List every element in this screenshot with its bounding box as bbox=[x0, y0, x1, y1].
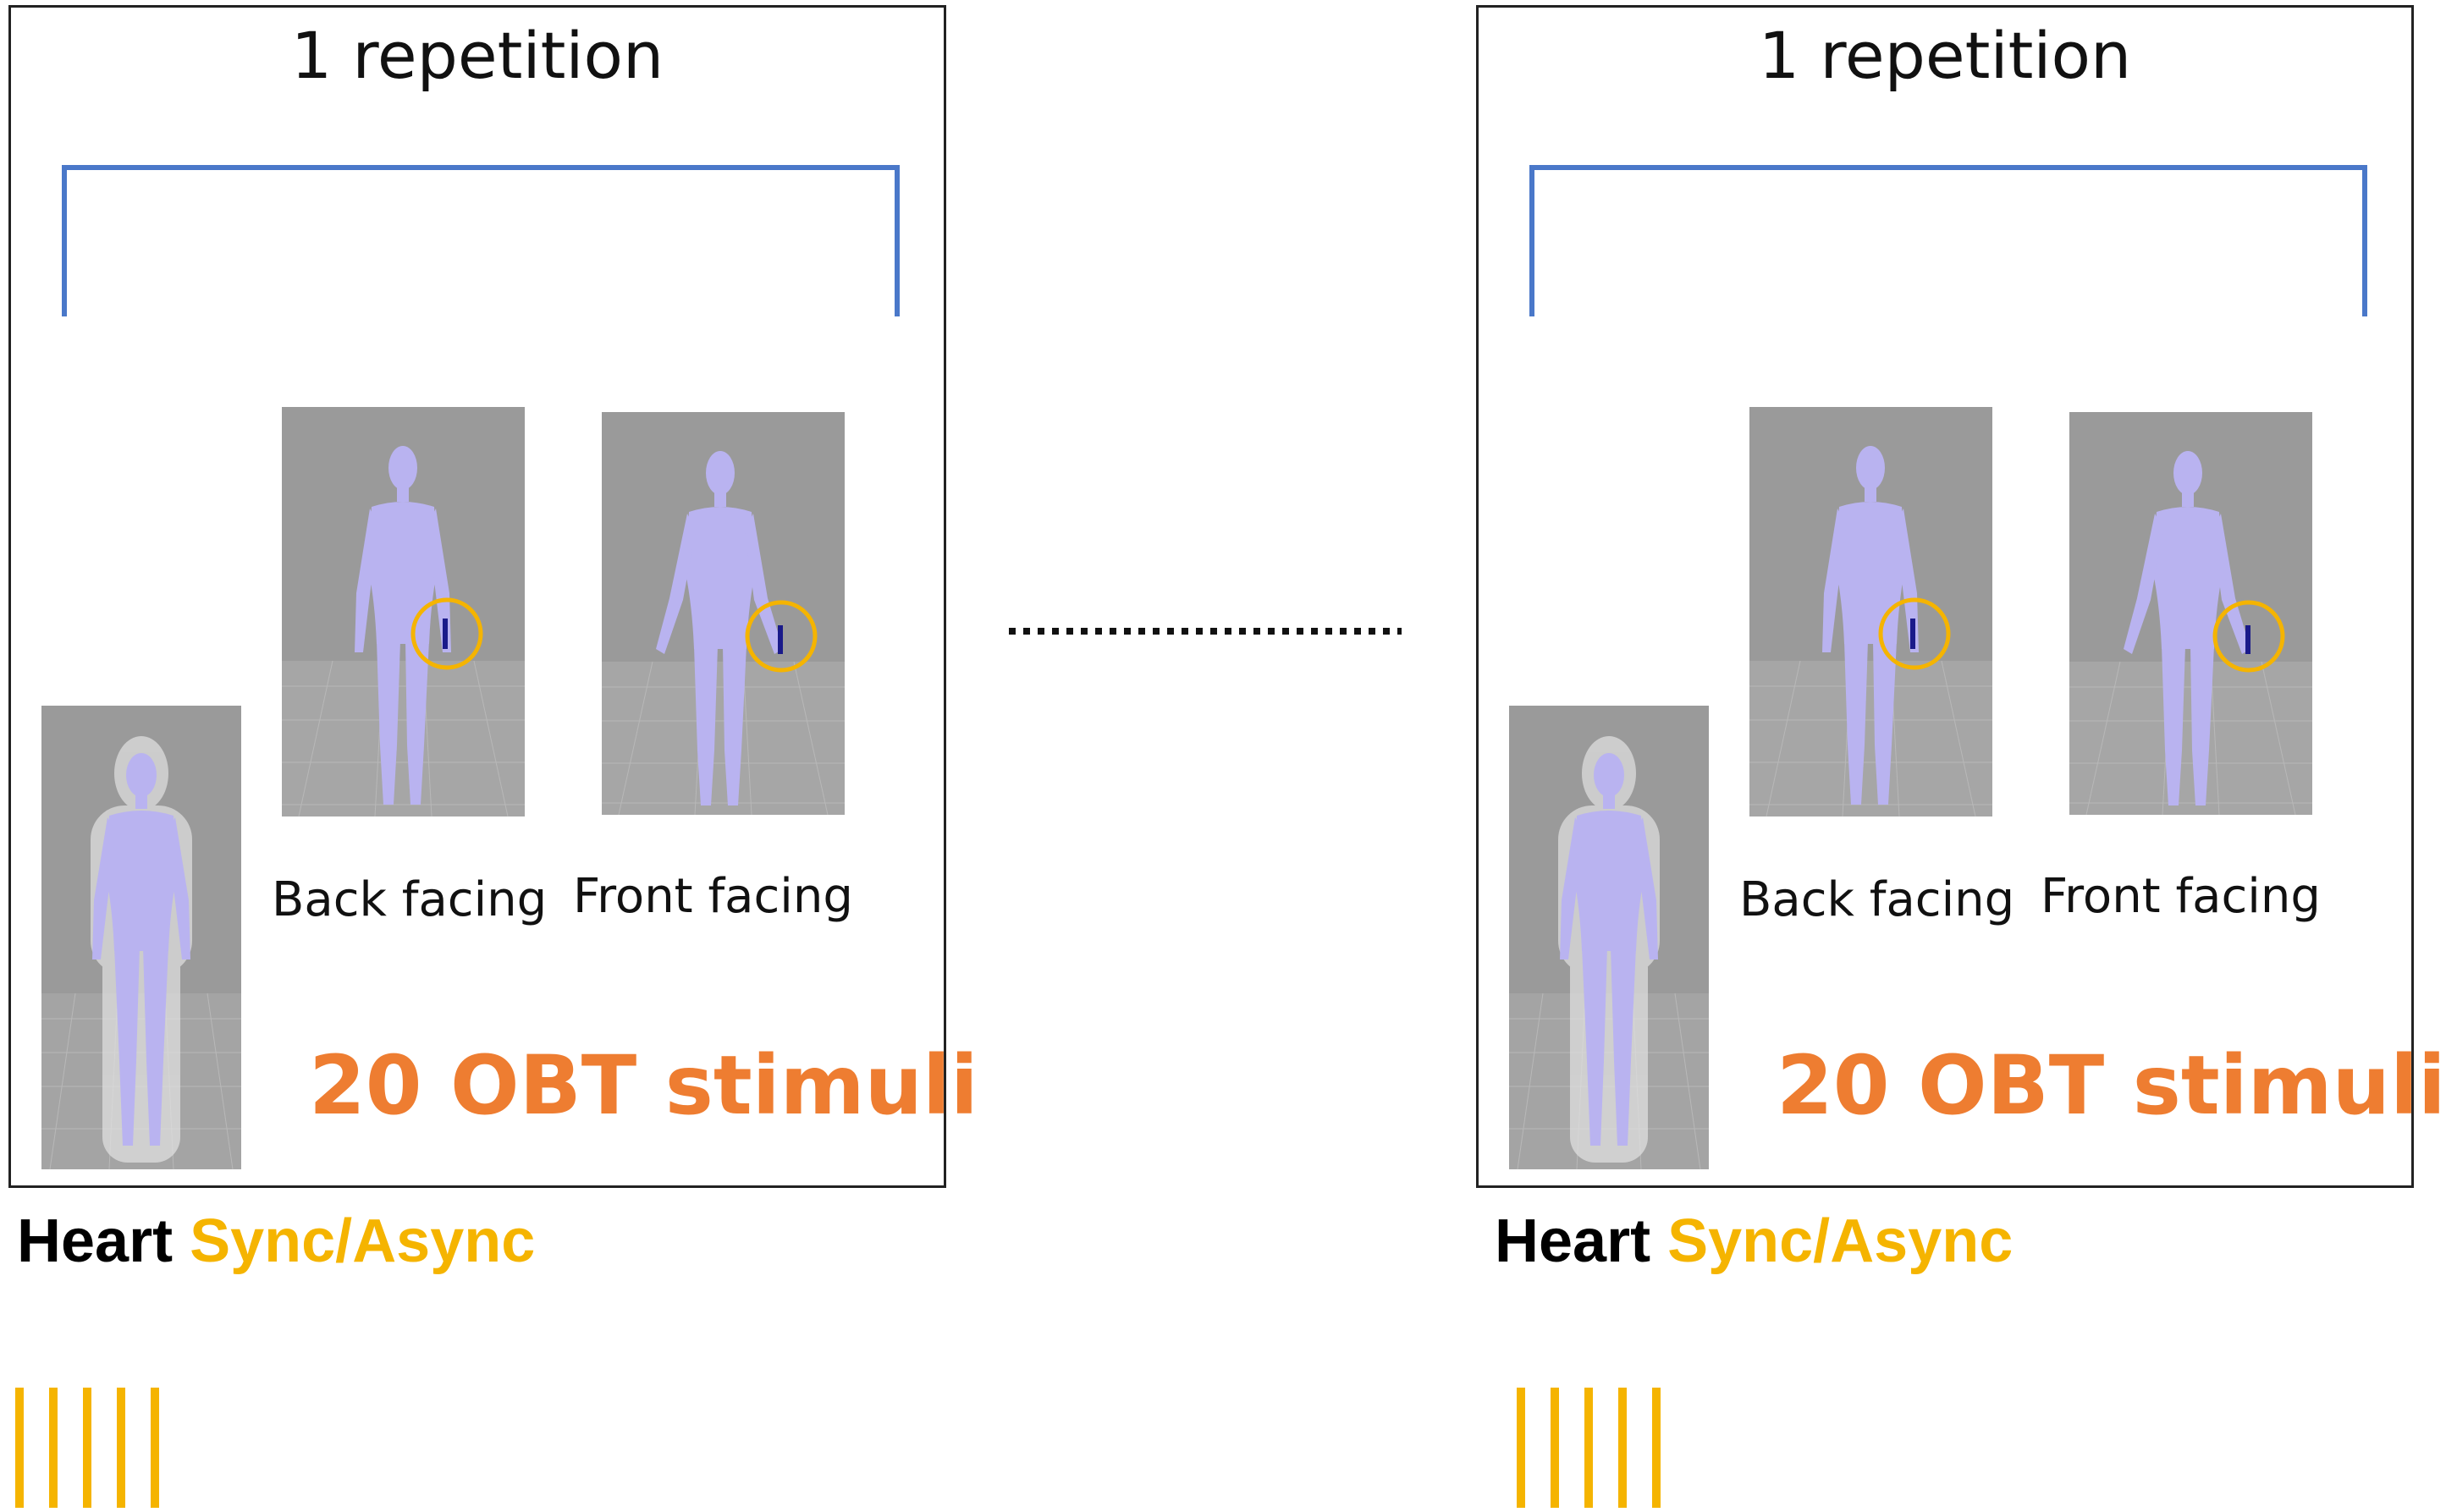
stimuli-label: 20 OBT stimuli bbox=[1777, 1038, 2446, 1133]
human-avatar-icon bbox=[656, 451, 783, 805]
heartbeat-bar bbox=[49, 1388, 58, 1508]
dotted-separator bbox=[1009, 628, 1402, 635]
heart-label: Heart bbox=[1495, 1207, 1651, 1275]
stimuli-label: 20 OBT stimuli bbox=[309, 1038, 978, 1133]
repetition-panel-2: 1 repetition bbox=[1476, 5, 2446, 1188]
heartbeat-bar bbox=[1652, 1388, 1661, 1508]
human-avatar-icon bbox=[1822, 446, 1919, 805]
caption-front-facing: Front facing bbox=[2041, 869, 2321, 924]
repetition-bracket bbox=[62, 165, 900, 316]
heartbeat-bars bbox=[15, 1388, 159, 1508]
human-avatar-icon bbox=[2124, 451, 2250, 805]
avatar-image-glow bbox=[1509, 706, 1709, 1170]
caption-back-facing: Back facing bbox=[272, 872, 548, 927]
heartbeat-bar bbox=[1618, 1388, 1627, 1508]
hand-marker bbox=[2245, 625, 2250, 654]
hand-marker bbox=[1910, 619, 1915, 649]
circle-highlight-icon bbox=[2212, 600, 2285, 673]
avatar-image-glow bbox=[41, 706, 241, 1170]
heartbeat-bar bbox=[151, 1388, 159, 1508]
repetition-bracket bbox=[1529, 165, 2367, 316]
caption-front-facing: Front facing bbox=[573, 869, 853, 924]
circle-highlight-icon bbox=[410, 597, 483, 670]
human-avatar-icon bbox=[355, 446, 451, 805]
heartbeat-bar bbox=[1584, 1388, 1593, 1508]
circle-highlight-icon bbox=[745, 600, 818, 673]
repetition-label: 1 repetition bbox=[1758, 18, 2132, 93]
heart-label: Heart bbox=[17, 1207, 174, 1275]
human-avatar-icon bbox=[91, 736, 192, 1163]
avatar-image-back-facing bbox=[1749, 407, 1992, 817]
avatar-image-front-facing bbox=[2069, 412, 2312, 816]
human-avatar-icon bbox=[1558, 736, 1660, 1163]
heart-sync-label: Heart Sync/Async bbox=[17, 1207, 535, 1276]
heartbeat-bar bbox=[1551, 1388, 1559, 1508]
sync-async-label: Sync/Async bbox=[1667, 1207, 2014, 1275]
heartbeat-bars bbox=[1517, 1388, 1661, 1508]
hand-marker bbox=[778, 625, 783, 654]
repetition-label: 1 repetition bbox=[290, 18, 664, 93]
heartbeat-bar bbox=[83, 1388, 91, 1508]
avatar-image-back-facing bbox=[282, 407, 525, 817]
heartbeat-bar bbox=[1517, 1388, 1525, 1508]
heartbeat-bar bbox=[117, 1388, 125, 1508]
hand-marker bbox=[443, 619, 448, 649]
repetition-panel-1: 1 repetition bbox=[8, 5, 978, 1188]
heart-sync-label: Heart Sync/Async bbox=[1495, 1207, 2013, 1276]
sync-async-label: Sync/Async bbox=[190, 1207, 536, 1275]
avatar-image-front-facing bbox=[602, 412, 845, 816]
circle-highlight-icon bbox=[1878, 597, 1951, 670]
heartbeat-bar bbox=[15, 1388, 24, 1508]
caption-back-facing: Back facing bbox=[1739, 872, 2015, 927]
